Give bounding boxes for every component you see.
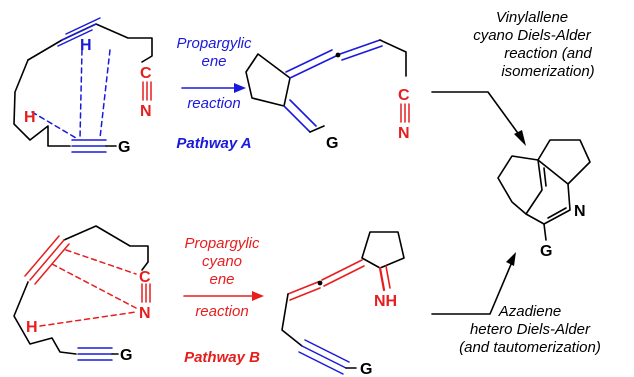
product-g-label: G [540, 243, 552, 260]
vinylallene-n-label: N [398, 125, 410, 142]
lower-step-line-3: (and tautomerization) [459, 339, 601, 356]
vinylallene-g-label: G [326, 135, 338, 152]
pathway-a-label: Pathway A [176, 135, 251, 152]
azadiene-imine [378, 266, 386, 292]
azadiene-g-label: G [360, 361, 372, 377]
vinylallene-exo-lower-2 [289, 99, 317, 127]
arrow-upper-head [514, 130, 526, 146]
substrate-a-alkyne-1 [57, 17, 101, 47]
upper-step-line-1: Vinylallene [496, 9, 568, 26]
vinylallene-intermediate [245, 39, 410, 133]
substrate-a-n-label: N [140, 103, 152, 120]
pyridine-c-g-bond [543, 223, 547, 241]
upper-step-line-4: isomerization) [501, 63, 594, 80]
substrate-a-h-label: H [80, 37, 92, 54]
lower-step-line-1: Azadiene [498, 303, 562, 320]
vinylallene-nitrile [400, 103, 410, 123]
azadiene-ring [361, 231, 405, 269]
product-n-label: N [574, 203, 586, 220]
vinylallene-allene-dot [335, 52, 341, 58]
arrow-lower-head [506, 252, 516, 266]
upper-step-line-2: cyano Diels-Alder [473, 27, 592, 44]
vinylallene-chain [379, 39, 407, 77]
azadiene-imine-2 [385, 265, 391, 289]
azadiene-alkyne [298, 339, 350, 375]
arrow-pathway-a-head [234, 83, 246, 93]
pathway-b-condition-1: Propargylic [184, 235, 260, 252]
azadiene-allene-dot [317, 280, 323, 286]
vinylallene-c-label: C [398, 87, 410, 104]
vinylallene-exo-lower [283, 105, 311, 133]
substrate-a-h-red-label: H [24, 109, 36, 126]
arrow-lower-to-product [431, 261, 513, 315]
pathway-a-condition-2: ene [201, 53, 226, 70]
azadiene-vinyl [287, 281, 319, 295]
arrow-pathway-b-head [252, 291, 264, 301]
pathway-a-condition-1: Propargylic [176, 35, 252, 52]
azadiene-allene [321, 259, 363, 281]
vinylallene-ring-exo-top [289, 55, 337, 79]
lower-step-line-2: hetero Diels-Alder [470, 321, 591, 338]
pathway-b-condition-2: cyano [202, 253, 242, 270]
substrate-b-nitrile [141, 283, 151, 303]
substrate-b-chain-bottom [13, 281, 77, 355]
azadiene-allene-2 [323, 265, 365, 287]
vinylallene-ring-exo-top-2 [285, 49, 333, 73]
pyridine-double-2 [547, 207, 567, 219]
substrate-b-alkyne-2 [77, 347, 113, 361]
substrate-b-h-label: H [26, 319, 38, 336]
azadiene-vinyl-2 [289, 287, 321, 301]
vinylallene-allene [339, 39, 381, 55]
substrate-a-transition-lines [31, 49, 111, 139]
substrate-a-alkyne-2 [71, 139, 107, 153]
substrate-a-g-label: G [118, 139, 130, 156]
product-top-ring [537, 139, 591, 185]
azadiene-intermediate [281, 231, 405, 375]
pyridine-double-1 [543, 167, 547, 187]
pathway-a-reaction: reaction [187, 95, 240, 112]
azadiene-chain [281, 293, 303, 347]
substrate-b-n-label: N [139, 305, 151, 322]
substrate-a-c-label: C [140, 65, 152, 82]
substrate-b [13, 225, 151, 361]
substrate-a [13, 17, 153, 153]
substrate-b-g-label: G [120, 347, 132, 364]
substrate-a-chain [13, 59, 71, 147]
product-left-ring [497, 155, 539, 215]
pyridine-product [497, 139, 591, 241]
vinylallene-vinyl-g [309, 125, 325, 133]
substrate-b-c-label: C [139, 269, 151, 286]
pathway-b-condition-3: ene [209, 271, 234, 288]
upper-step-line-3: reaction (and [504, 45, 592, 62]
pathway-b-reaction: reaction [195, 303, 248, 320]
pyridine-ring [525, 159, 571, 225]
substrate-a-nitrile [142, 81, 152, 101]
azadiene-nh-label: NH [374, 293, 397, 310]
arrow-upper-to-product [431, 91, 521, 137]
substrate-b-transition-lines [39, 249, 137, 327]
vinylallene-ring [245, 53, 291, 107]
pathway-b-label: Pathway B [184, 349, 260, 366]
substrate-b-alkyne-1 [24, 235, 70, 285]
vinylallene-allene-2 [341, 45, 383, 61]
substrate-b-chain-top [63, 225, 149, 271]
